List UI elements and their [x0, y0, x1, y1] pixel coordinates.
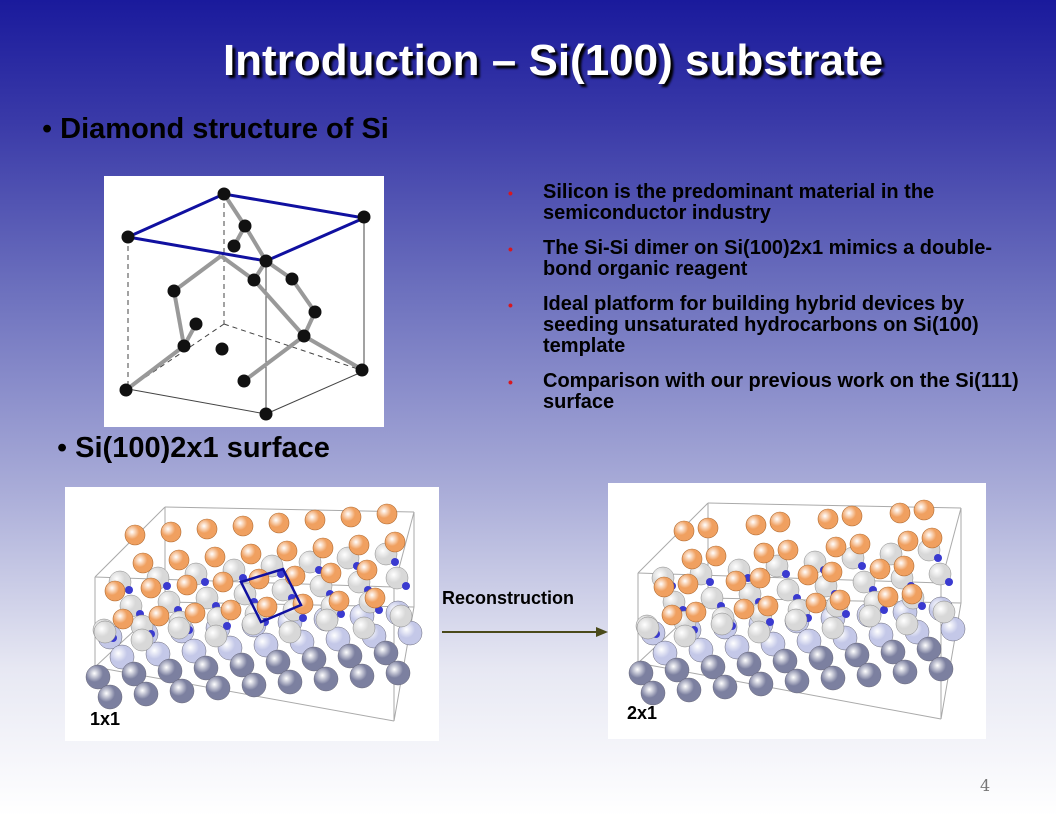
slide-title: Introduction – Si(100) substrate	[222, 36, 884, 85]
bullet-marker: •	[508, 374, 513, 390]
diamond-structure-diagram	[104, 176, 384, 427]
bullet-marker: •	[508, 297, 513, 313]
surface-2x1-image	[608, 483, 986, 739]
bullet-item: •The Si-Si dimer on Si(100)2x1 mimics a …	[508, 237, 993, 280]
heading-surface: •Si(100)2x1 surface	[57, 432, 330, 465]
bullet-item: •Silicon is the predominant material in …	[508, 181, 935, 224]
surface-1x1-image	[65, 487, 439, 741]
page-number: 4	[980, 776, 991, 795]
label-2x1: 2x1	[627, 703, 658, 723]
bullet-marker: •	[508, 241, 513, 257]
unit-cell-outline	[239, 567, 303, 624]
heading-bullet: •	[42, 113, 53, 145]
bullet-list: •Silicon is the predominant material in …	[508, 182, 1038, 427]
bullet-marker: •	[508, 185, 513, 201]
label-1x1: 1x1	[90, 709, 121, 729]
heading-diamond-structure: •Diamond structure of Si	[42, 113, 389, 146]
heading-diamond-text: Diamond structure of Si	[60, 113, 389, 145]
surface-2x1-model	[628, 499, 966, 720]
surface-1x1-model	[85, 503, 423, 722]
atom-layer	[628, 499, 966, 706]
heading-surface-text: Si(100)2x1 surface	[75, 432, 330, 464]
label-reconstruction: Reconstruction	[442, 588, 575, 608]
reconstruction-arrow	[442, 627, 608, 637]
bullet-item: •Comparison with our previous work on th…	[508, 370, 1019, 413]
heading-bullet: •	[57, 432, 68, 464]
bullet-item: •Ideal platform for building hybrid devi…	[508, 293, 979, 357]
